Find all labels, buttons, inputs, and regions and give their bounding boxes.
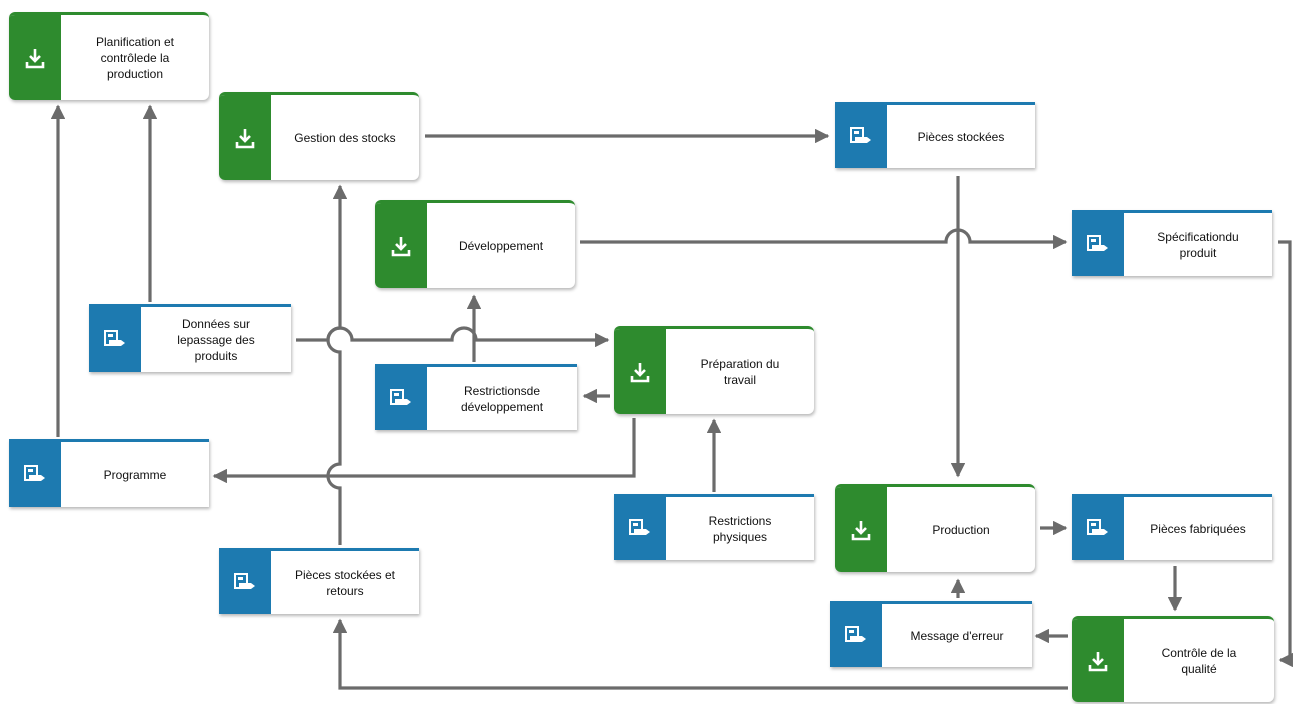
info-node-message-erreur[interactable]: Message d'erreur xyxy=(830,601,1032,667)
connector-specification-to-controle xyxy=(1278,240,1293,668)
info-node-restrictions-physiques[interactable]: Restrictions physiques xyxy=(614,494,814,560)
function-label: Production xyxy=(932,522,990,537)
document-tag-icon xyxy=(830,604,882,667)
function-node-gestion-des-stocks[interactable]: Gestion des stocks xyxy=(219,92,419,180)
info-label: Restrictionsde développement xyxy=(460,383,544,414)
document-tag-icon xyxy=(89,307,141,372)
document-tag-icon xyxy=(1072,497,1124,560)
info-label: Pièces stockées xyxy=(917,129,1005,144)
function-node-developpement[interactable]: Développement xyxy=(375,200,575,288)
info-node-restrictions-developpement[interactable]: Restrictionsde développement xyxy=(375,364,577,430)
info-node-specification-produit[interactable]: Spécificationdu produit xyxy=(1072,210,1272,276)
connector-controle-to-pieces-retours xyxy=(332,618,1068,690)
download-icon xyxy=(9,15,61,100)
function-node-planification[interactable]: Planification et contrôlede la productio… xyxy=(9,12,209,100)
document-tag-icon xyxy=(219,551,271,614)
info-label: Données sur lepassage des produits xyxy=(177,316,255,363)
download-icon xyxy=(375,203,427,288)
info-label: Pièces fabriquées xyxy=(1150,521,1246,536)
download-icon xyxy=(219,95,271,180)
info-label: Pièces stockées et retours xyxy=(294,567,396,598)
info-label: Programme xyxy=(103,467,167,482)
connector-donnees-to-preparation xyxy=(296,326,610,348)
function-label: Développement xyxy=(458,238,544,253)
download-icon xyxy=(835,487,887,572)
function-label: Contrôle de la qualité xyxy=(1161,645,1237,676)
function-label: Gestion des stocks xyxy=(294,130,396,145)
download-icon xyxy=(614,329,666,414)
info-label: Message d'erreur xyxy=(910,628,1004,643)
function-node-preparation-du-travail[interactable]: Préparation du travail xyxy=(614,326,814,414)
info-node-pieces-fabriquees[interactable]: Pièces fabriquées xyxy=(1072,494,1272,560)
connector-preparation-to-programme xyxy=(212,418,636,484)
function-label: Planification et contrôlede la productio… xyxy=(95,34,175,81)
document-tag-icon xyxy=(614,497,666,560)
document-tag-icon xyxy=(375,367,427,430)
info-node-pieces-stockees-retours[interactable]: Pièces stockées et retours xyxy=(219,548,419,614)
document-tag-icon xyxy=(1072,213,1124,276)
function-node-production[interactable]: Production xyxy=(835,484,1035,572)
document-tag-icon xyxy=(835,105,887,168)
download-icon xyxy=(1072,619,1124,702)
info-label: Spécificationdu produit xyxy=(1157,229,1239,260)
info-label: Restrictions physiques xyxy=(708,513,772,544)
function-label: Préparation du travail xyxy=(700,356,780,387)
function-node-controle-qualite[interactable]: Contrôle de la qualité xyxy=(1072,616,1274,702)
document-tag-icon xyxy=(9,442,61,507)
connector-developpement-to-specification xyxy=(580,228,1068,250)
connector-pieces-retours-to-gestion xyxy=(326,184,348,545)
info-node-programme[interactable]: Programme xyxy=(9,439,209,507)
info-node-pieces-stockees[interactable]: Pièces stockées xyxy=(835,102,1035,168)
info-node-donnees-passage-produits[interactable]: Données sur lepassage des produits xyxy=(89,304,291,372)
